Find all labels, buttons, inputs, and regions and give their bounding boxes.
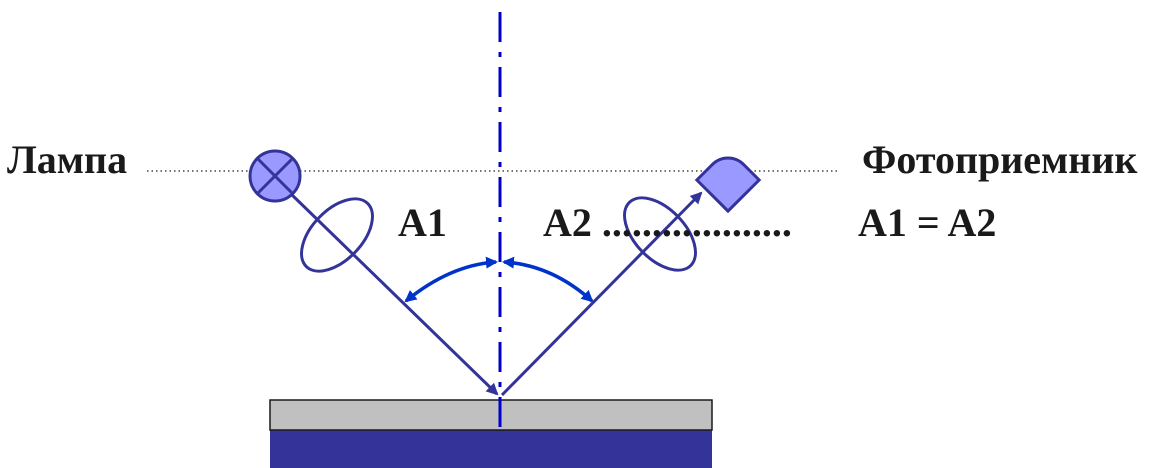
sample-top-layer bbox=[269, 399, 713, 431]
equal-angles-label: A1 = A2 bbox=[858, 200, 996, 245]
polarizer-ellipse-icon bbox=[623, 196, 697, 272]
photodetector-icon bbox=[694, 156, 762, 214]
angle-a2-label: A2 ................... bbox=[543, 200, 792, 245]
polarizer-ellipse-icon bbox=[300, 197, 374, 273]
angle-a1-label: A1 bbox=[398, 200, 447, 245]
lamp-label: Лампа bbox=[7, 137, 127, 182]
lamp-cross-circle-icon bbox=[248, 149, 302, 203]
sample-substrate bbox=[270, 430, 712, 468]
detector-label: Фотоприемник bbox=[862, 137, 1137, 182]
angle-arc-a2 bbox=[502, 256, 594, 303]
reflected-ray bbox=[500, 191, 703, 397]
angle-arc-a1 bbox=[404, 256, 498, 303]
incident-ray bbox=[288, 191, 499, 396]
